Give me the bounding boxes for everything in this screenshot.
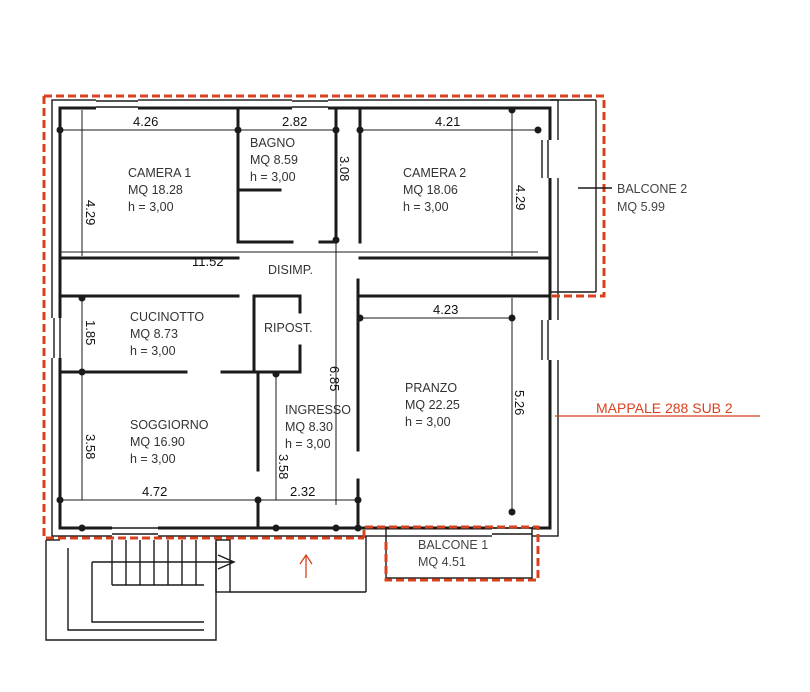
dim-camera1-height: 4.29	[83, 200, 98, 225]
dim-pranzo-height: 5.26	[512, 390, 527, 415]
dim-camera1-width: 4.26	[133, 114, 158, 129]
room-camera-2: CAMERA 2 MQ 18.06 h = 3,00	[403, 166, 466, 214]
balcone2-name: BALCONE 2	[617, 182, 687, 196]
pranzo-area: MQ 22.25	[405, 398, 460, 412]
camera2-name: CAMERA 2	[403, 166, 466, 180]
mappale-label: MAPPALE 288 SUB 2	[596, 400, 733, 416]
boundary-outline	[42, 94, 760, 582]
dim-camera2-height: 4.29	[513, 185, 528, 210]
dim-ingresso-height: 3.58	[276, 454, 291, 479]
balcone-1-outline	[385, 527, 533, 579]
camera1-name: CAMERA 1	[128, 166, 191, 180]
dim-pranzo-width: 4.23	[433, 302, 458, 317]
dim-soggiorno-height: 3.58	[83, 434, 98, 459]
room-soggiorno: SOGGIORNO MQ 16.90 h = 3,00	[130, 418, 209, 466]
balcone2-area: MQ 5.99	[617, 200, 665, 214]
room-pranzo: PRANZO MQ 22.25 h = 3,00	[405, 381, 460, 429]
dim-ingresso-depth: 6.85	[327, 366, 342, 391]
room-ingresso: INGRESSO MQ 8.30 h = 3,00	[285, 403, 351, 451]
dim-bagno-width: 2.82	[282, 114, 307, 129]
ingresso-height: h = 3,00	[285, 437, 331, 451]
dimension-dots	[56, 106, 542, 532]
staircase	[45, 536, 367, 641]
room-balcone-2: BALCONE 2 MQ 5.99	[617, 182, 687, 214]
disimp-label: DISIMP.	[268, 263, 313, 277]
dim-ingresso-width: 2.32	[290, 484, 315, 499]
pranzo-name: PRANZO	[405, 381, 457, 395]
camera1-height: h = 3,00	[128, 200, 174, 214]
dim-cucinotto-height: 1.85	[83, 320, 98, 345]
camera2-height: h = 3,00	[403, 200, 449, 214]
dim-camera2-width: 4.21	[435, 114, 460, 129]
ripost-label: RIPOST.	[264, 321, 313, 335]
cucinotto-name: CUCINOTTO	[130, 310, 204, 324]
room-bagno: BAGNO MQ 8.59 h = 3,00	[250, 136, 298, 184]
balcone1-area: MQ 4.51	[418, 555, 466, 569]
balcone1-name: BALCONE 1	[418, 538, 488, 552]
ingresso-name: INGRESSO	[285, 403, 351, 417]
windows	[48, 96, 562, 540]
camera1-area: MQ 18.28	[128, 183, 183, 197]
room-camera-1: CAMERA 1 MQ 18.28 h = 3,00	[128, 166, 191, 214]
room-cucinotto: CUCINOTTO MQ 8.73 h = 3,00	[130, 310, 204, 358]
soggiorno-area: MQ 16.90	[130, 435, 185, 449]
cucinotto-area: MQ 8.73	[130, 327, 178, 341]
bagno-name: BAGNO	[250, 136, 295, 150]
camera2-area: MQ 18.06	[403, 183, 458, 197]
ingresso-area: MQ 8.30	[285, 420, 333, 434]
room-balcone-1: BALCONE 1 MQ 4.51	[418, 538, 488, 569]
soggiorno-name: SOGGIORNO	[130, 418, 209, 432]
entrance-arrow-icon	[299, 553, 313, 578]
dim-total-width: 11.52	[192, 254, 224, 269]
soggiorno-height: h = 3,00	[130, 452, 176, 466]
bagno-area: MQ 8.59	[250, 153, 298, 167]
dim-bagno-height: 3.08	[337, 156, 352, 181]
cucinotto-height: h = 3,00	[130, 344, 176, 358]
balcone-2-outline	[550, 99, 597, 293]
pranzo-height: h = 3,00	[405, 415, 451, 429]
dim-soggiorno-width: 4.72	[142, 484, 167, 499]
interior-walls	[58, 106, 552, 530]
bagno-height: h = 3,00	[250, 170, 296, 184]
